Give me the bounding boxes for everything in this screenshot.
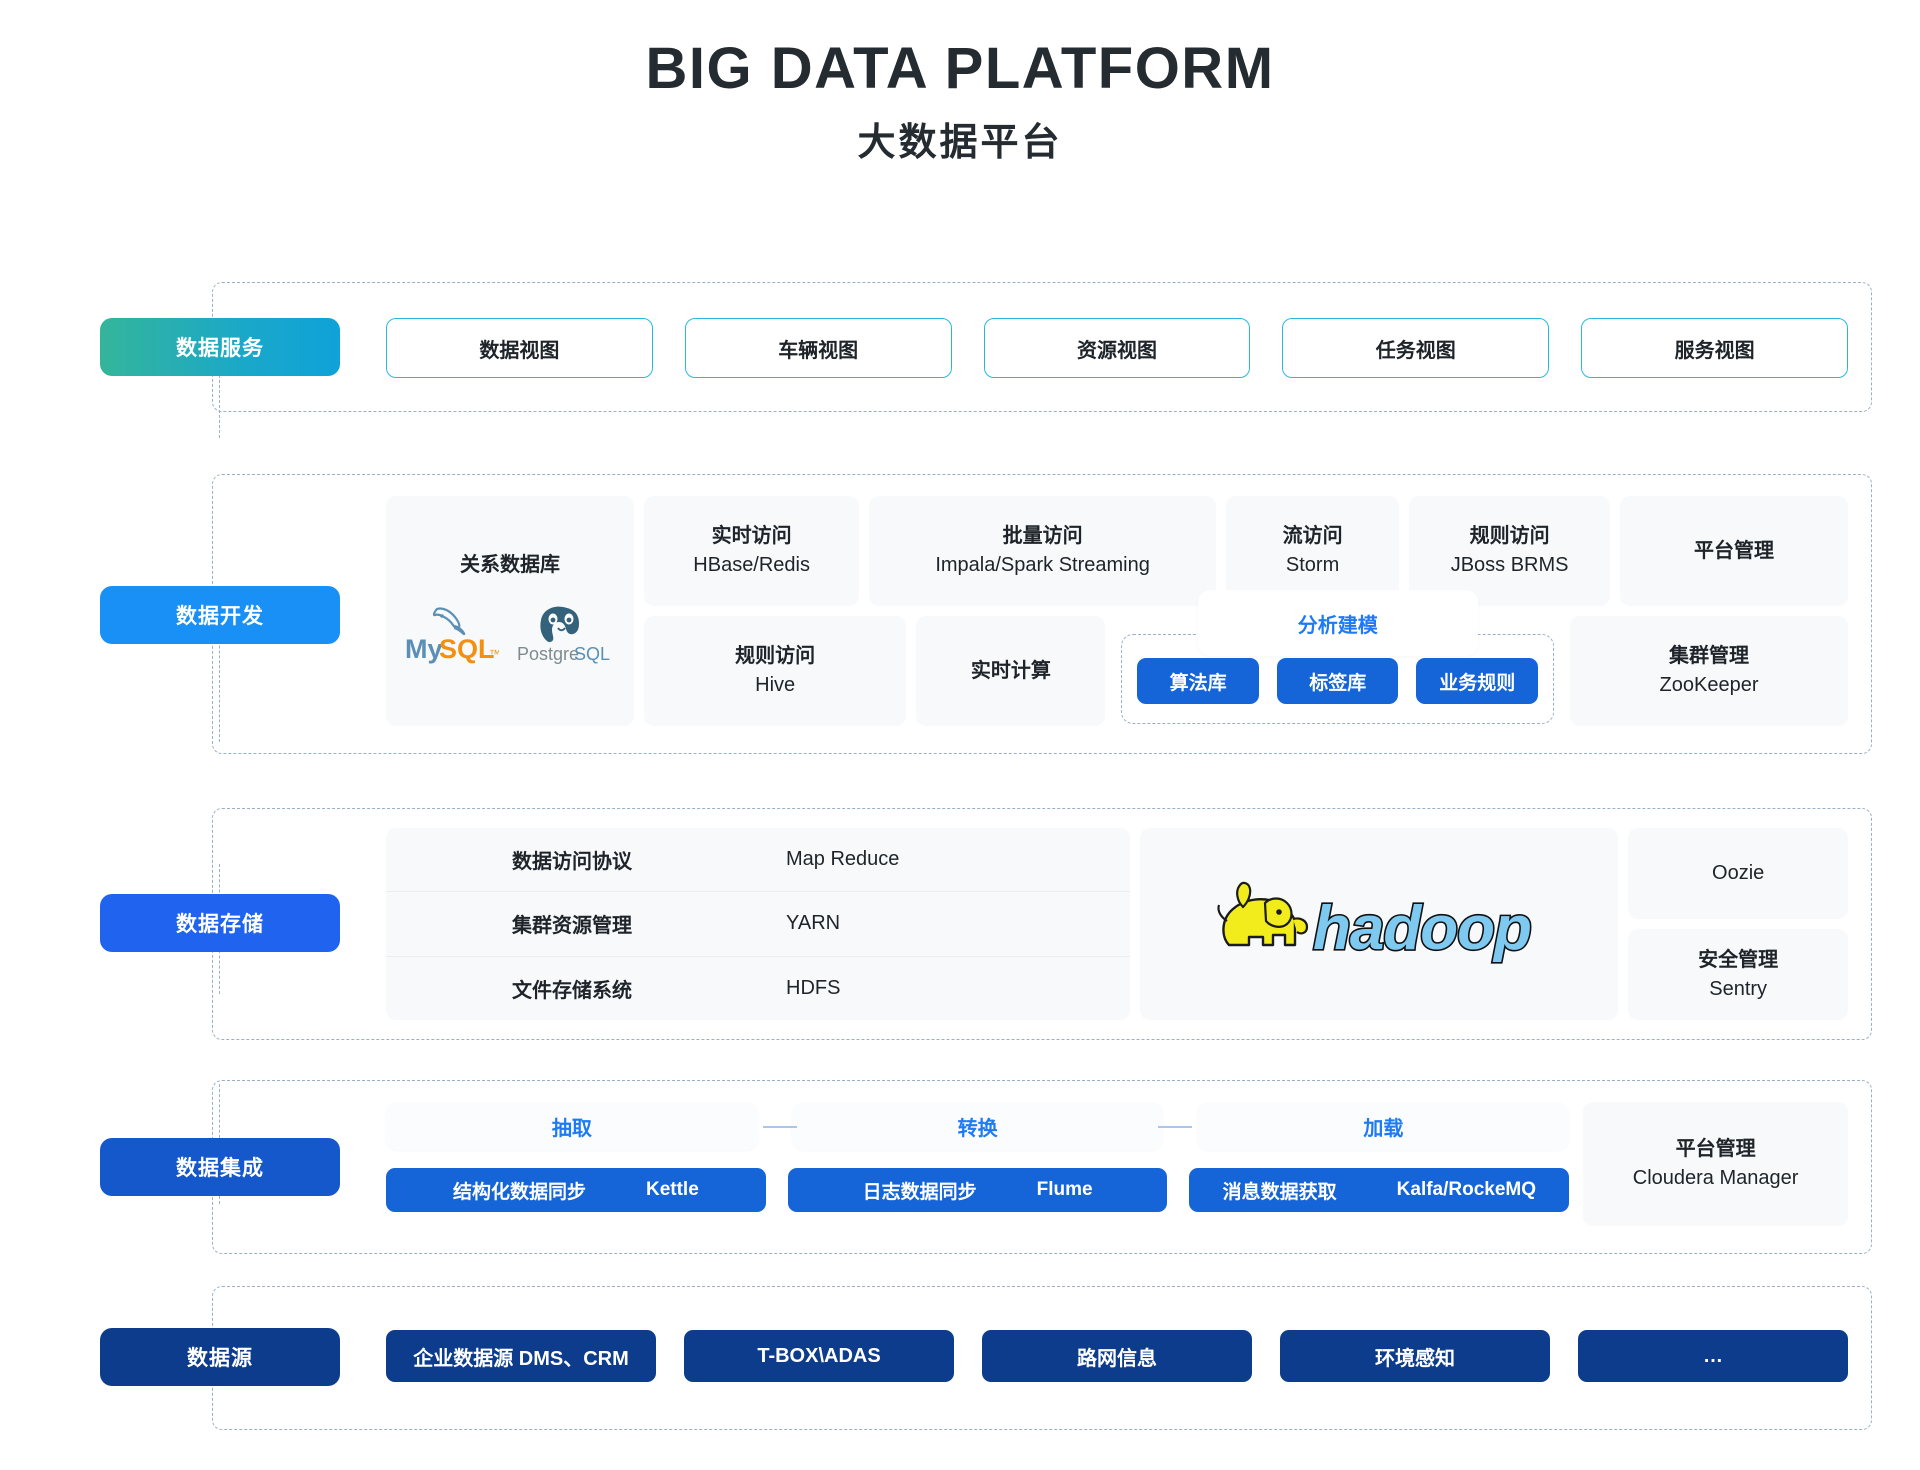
page-title-block: BIG DATA PLATFORM 大数据平台 <box>0 0 1920 166</box>
etl-stage-load-header[interactable]: 加载 <box>1197 1102 1570 1150</box>
relational-database-caption: 关系数据库 <box>460 554 560 576</box>
storage-card-oozie[interactable]: Oozie <box>1628 828 1848 919</box>
svg-text:My: My <box>405 634 443 664</box>
svg-text:™: ™ <box>489 647 499 661</box>
svg-text:hadoop: hadoop <box>1313 894 1531 963</box>
dev-card-stream-access[interactable]: 流访问 Storm <box>1225 496 1400 606</box>
modeling-button-business-rules[interactable]: 业务规则 <box>1416 658 1539 704</box>
etl-connector-1 <box>763 1126 798 1128</box>
postgresql-logo: Postgre SQL <box>517 603 617 670</box>
svg-text:Postgre: Postgre <box>517 644 579 664</box>
dev-card-realtime-compute[interactable]: 实时计算 <box>916 616 1106 726</box>
svg-text:SQL: SQL <box>439 634 495 664</box>
etl-tool-kettle[interactable]: 结构化数据同步 Kettle <box>386 1168 766 1212</box>
analysis-modeling-title: 分析建模 <box>1197 590 1478 656</box>
row-service-content: 数据视图 车辆视图 资源视图 任务视图 服务视图 <box>386 318 1848 378</box>
view-card-service[interactable]: 服务视图 <box>1581 318 1848 378</box>
modeling-button-label-library[interactable]: 标签库 <box>1276 658 1399 704</box>
svg-text:SQL: SQL <box>574 644 610 664</box>
view-card-data[interactable]: 数据视图 <box>386 318 653 378</box>
diagram-rows: 数据服务 数据视图 车辆视图 资源视图 任务视图 服务视图 <box>0 282 1920 1450</box>
table-row[interactable]: 集群资源管理 YARN <box>386 892 1131 957</box>
etl-pipeline: 抽取 转换 加载 结构化数据同步 K <box>386 1102 1570 1242</box>
row-data-source: 数据源 企业数据源 DMS、CRM T-BOX\ADAS 路网信息 环境感知 … <box>0 1286 1920 1436</box>
connector-dev-storage <box>219 616 220 742</box>
source-card-road-network[interactable]: 路网信息 <box>982 1330 1252 1382</box>
hadoop-logo: hadoop <box>1209 867 1549 982</box>
row-data-storage: 数据存储 数据访问协议 Map Reduce 集群资源管理 YARN <box>0 808 1920 1048</box>
analysis-modeling-group: 分析建模 算法库 标签库 业务规则 <box>1115 590 1560 726</box>
dev-card-realtime-access[interactable]: 实时访问 HBase/Redis <box>644 496 860 606</box>
relational-database-card[interactable]: 关系数据库 My SQL ™ <box>386 496 634 726</box>
stage-label-data-development[interactable]: 数据开发 <box>100 586 340 644</box>
source-card-tbox-adas[interactable]: T-BOX\ADAS <box>684 1330 954 1382</box>
connector-service-dev <box>219 360 220 438</box>
row-data-development: 数据开发 关系数据库 <box>0 474 1920 764</box>
stage-label-data-source[interactable]: 数据源 <box>100 1328 340 1386</box>
source-card-environment-sensing[interactable]: 环境感知 <box>1280 1330 1550 1382</box>
page-title-en: BIG DATA PLATFORM <box>645 36 1275 101</box>
row-data-integration: 数据集成 抽取 转换 加载 <box>0 1080 1920 1260</box>
storage-stack-table: 数据访问协议 Map Reduce 集群资源管理 YARN 文件存储系统 HDF… <box>386 828 1131 1020</box>
view-card-vehicle[interactable]: 车辆视图 <box>684 318 952 378</box>
dev-card-platform-management[interactable]: 平台管理 <box>1619 496 1848 606</box>
modeling-button-algorithm-library[interactable]: 算法库 <box>1137 658 1259 704</box>
row-integration-content: 抽取 转换 加载 结构化数据同步 K <box>386 1102 1848 1242</box>
dev-card-rule-access[interactable]: 规则访问 JBoss BRMS <box>1409 496 1610 606</box>
integration-card-platform-management[interactable]: 平台管理 Cloudera Manager <box>1583 1102 1848 1226</box>
view-card-resource[interactable]: 资源视图 <box>983 318 1251 378</box>
stage-label-data-storage[interactable]: 数据存储 <box>100 894 340 952</box>
etl-connector-2 <box>1157 1126 1192 1128</box>
etl-stage-transform-header[interactable]: 转换 <box>791 1102 1164 1150</box>
source-card-enterprise[interactable]: 企业数据源 DMS、CRM <box>386 1330 656 1382</box>
etl-stage-extract-header[interactable]: 抽取 <box>386 1102 758 1150</box>
stage-label-data-service[interactable]: 数据服务 <box>100 318 340 376</box>
stage-label-data-integration[interactable]: 数据集成 <box>100 1138 340 1196</box>
dev-card-rule-access-hive[interactable]: 规则访问 Hive <box>644 616 907 726</box>
etl-tool-kafka-rocketmq[interactable]: 消息数据获取 Kalfa/RockeMQ <box>1189 1168 1570 1212</box>
page-title-cn: 大数据平台 <box>857 121 1063 164</box>
storage-card-security-management[interactable]: 安全管理 Sentry <box>1628 929 1848 1020</box>
hadoop-logo-card: hadoop <box>1140 828 1619 1020</box>
dev-card-cluster-management[interactable]: 集群管理 ZooKeeper <box>1570 616 1848 726</box>
dev-card-batch-access[interactable]: 批量访问 Impala/Spark Streaming <box>869 496 1216 606</box>
view-card-task[interactable]: 任务视图 <box>1282 318 1550 378</box>
source-card-more[interactable]: … <box>1578 1330 1848 1382</box>
page-title: BIG DATA PLATFORM <box>645 32 1275 103</box>
row-source-content: 企业数据源 DMS、CRM T-BOX\ADAS 路网信息 环境感知 … <box>386 1330 1848 1382</box>
row-data-service: 数据服务 数据视图 车辆视图 资源视图 任务视图 服务视图 <box>0 282 1920 422</box>
etl-tool-flume[interactable]: 日志数据同步 Flume <box>787 1168 1168 1212</box>
row-storage-content: 数据访问协议 Map Reduce 集群资源管理 YARN 文件存储系统 HDF… <box>386 828 1848 1020</box>
table-row[interactable]: 文件存储系统 HDFS <box>512 976 841 1002</box>
row-development-content: 关系数据库 My SQL ™ <box>386 496 1848 726</box>
mysql-logo: My SQL ™ <box>403 603 501 670</box>
table-row[interactable]: 数据访问协议 Map Reduce <box>386 828 1131 893</box>
